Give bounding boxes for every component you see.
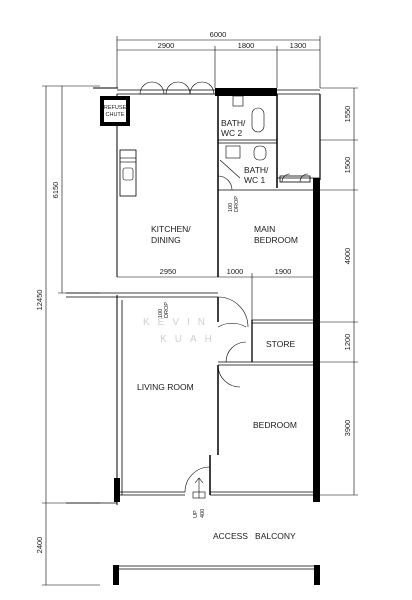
dim-top-left: 2900: [158, 41, 175, 50]
bedroom-label: BEDROOM: [253, 420, 297, 430]
refuse-chute-inner: [104, 100, 126, 122]
watermark-line1: KEVIN: [143, 317, 213, 328]
right-thick-wall: [313, 178, 320, 498]
kitchen-label-1: KITCHEN/: [151, 224, 191, 234]
dim-right-5: 3900: [343, 420, 352, 437]
dim-mid-right: 1900: [275, 267, 292, 276]
dim-left-upper: 6150: [51, 182, 60, 199]
bottom-left-pillar: [114, 478, 120, 502]
step-up-value: 400: [200, 509, 206, 518]
kitchen-counter: [119, 149, 137, 197]
main-bedroom-label-2: BEDROOM: [254, 235, 298, 245]
wc2-toilet: [251, 107, 265, 133]
balcony-left-post: [113, 565, 119, 585]
refuse-chute-label-2: CHUTE: [106, 112, 125, 118]
dim-right-2: 1500: [343, 157, 352, 174]
top-wall-block: [215, 88, 277, 96]
dim-top-mid: 1800: [238, 41, 255, 50]
dim-left-lower: 2400: [35, 537, 44, 554]
drop-b-value: 100: [158, 309, 164, 318]
dim-right-1: 1550: [343, 106, 352, 123]
bath1-window: [279, 175, 311, 183]
bath1-label-1: BATH/: [244, 165, 269, 175]
store-label: STORE: [266, 339, 295, 349]
watermark-line2: KUAH: [160, 334, 220, 345]
kitchen-label-2: DINING: [151, 235, 181, 245]
fixtures: [100, 81, 311, 499]
bottom-right-pillar: [313, 478, 320, 502]
dim-top-right: 1300: [290, 41, 307, 50]
wc1-toilet: [253, 145, 267, 161]
drop-a-value: 100: [228, 203, 234, 212]
bath1-label-2: WC 1: [244, 175, 266, 185]
dim-right-3: 4000: [343, 248, 352, 265]
dim-right-4: 1200: [343, 334, 352, 351]
dim-left-total: 12450: [35, 290, 44, 311]
refuse-chute-label-1: REFUSE: [104, 105, 127, 111]
main-bedroom-label-1: MAIN: [254, 224, 275, 234]
drop-b-text: DROP: [164, 302, 170, 318]
dim-top-total: 6000: [210, 30, 227, 39]
step-up-label: UP: [193, 510, 199, 518]
kitchen-sink: [122, 167, 134, 181]
balcony-right-post: [314, 565, 320, 585]
drop-a-text: DROP: [234, 196, 240, 212]
wc2-basin: [232, 95, 244, 107]
access-balcony-label: ACCESS BALCONY: [213, 531, 296, 541]
living-room-label: LIVING ROOM: [137, 382, 194, 392]
top-windows: [139, 81, 215, 95]
wc1-basin: [225, 145, 241, 159]
dim-mid-left: 2950: [160, 267, 177, 276]
bath2-label-1: BATH/: [221, 118, 246, 128]
dim-mid-center: 1000: [227, 267, 244, 276]
bath2-label-2: WC 2: [221, 128, 243, 138]
